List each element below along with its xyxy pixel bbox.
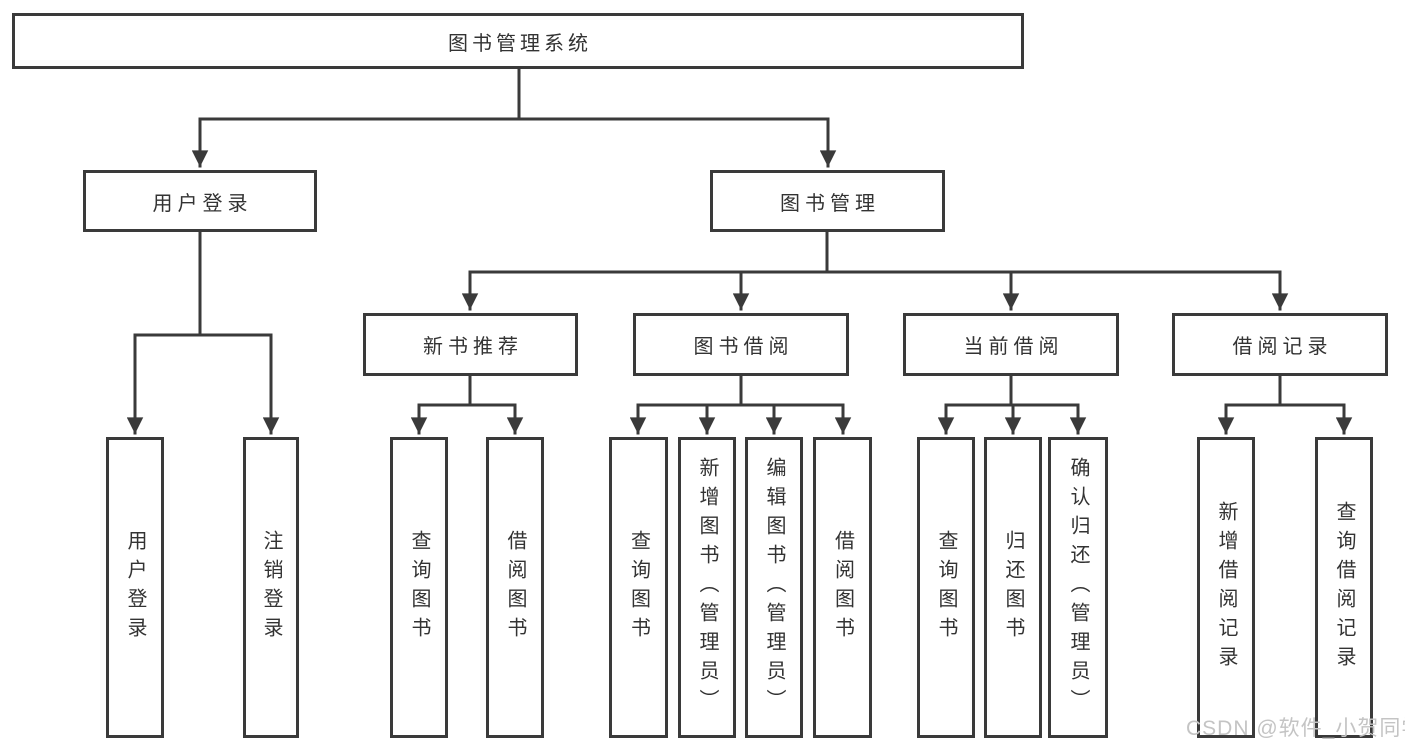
node-borrow-records: 借阅记录 [1172,313,1388,376]
csdn-watermark: CSDN @软件_小贺同学 [1186,717,1405,740]
leaf-borrow-query-book: 查询图书 [609,437,668,738]
node-new-book-recommend: 新书推荐 [363,313,578,376]
leaf-logout: 注销登录 [243,437,299,738]
leaf-records-add-record: 新增借阅记录 [1197,437,1255,738]
leaf-recommend-query-book: 查询图书 [390,437,448,738]
leaf-current-return-book: 归还图书 [984,437,1042,738]
node-user-login: 用户登录 [83,170,317,232]
leaf-current-confirm-return-admin: 确认归还（管理员） [1048,437,1108,738]
leaf-records-query-record: 查询借阅记录 [1315,437,1373,738]
node-book-borrow: 图书借阅 [633,313,849,376]
leaf-borrow-borrow-book: 借阅图书 [813,437,872,738]
leaf-borrow-add-book-admin: 新增图书（管理员） [678,437,736,738]
node-book-management: 图书管理 [710,170,945,232]
leaf-borrow-edit-book-admin: 编辑图书（管理员） [745,437,803,738]
leaf-current-query-book: 查询图书 [917,437,975,738]
node-current-borrow: 当前借阅 [903,313,1119,376]
leaf-user-login: 用户登录 [106,437,164,738]
leaf-recommend-borrow-book: 借阅图书 [486,437,544,738]
node-root-library-system: 图书管理系统 [12,13,1024,69]
